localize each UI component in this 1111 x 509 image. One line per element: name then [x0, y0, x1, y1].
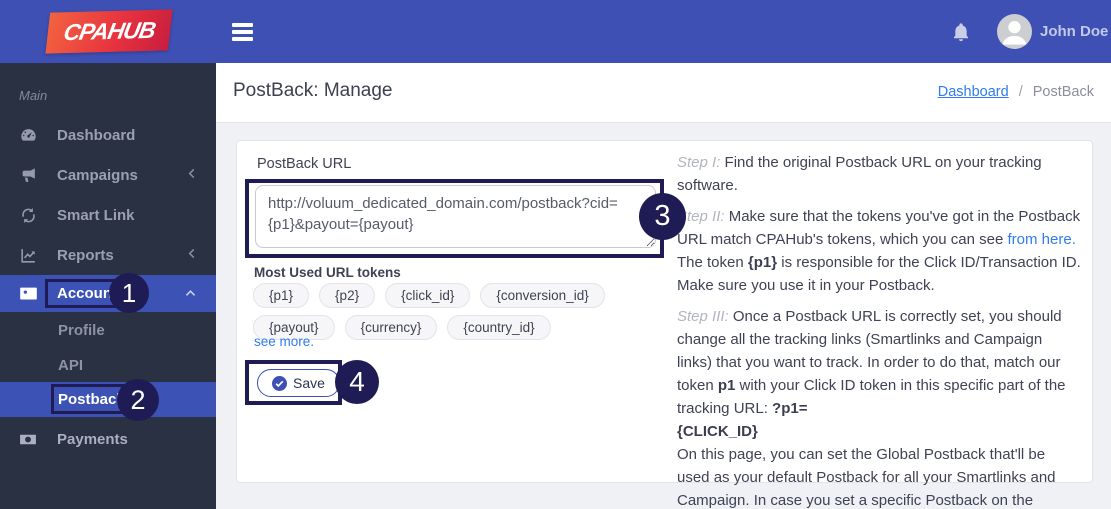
breadcrumb-separator: /	[1018, 84, 1023, 100]
step-2: Step II: Make sure that the tokens you'v…	[677, 208, 1081, 294]
token-pill[interactable]: {p2}	[319, 283, 376, 308]
sidebar-item-label: Smart Link	[57, 206, 135, 224]
check-circle-icon	[272, 375, 287, 391]
chevron-left-icon	[187, 246, 196, 264]
breadcrumb: Dashboard / PostBack	[938, 84, 1094, 100]
sidebar-section-label: Main	[19, 88, 48, 103]
sidebar-item-reports[interactable]: Reports	[0, 235, 216, 275]
brand-logo-text: CPAHUB	[61, 16, 157, 46]
reports-icon	[18, 245, 38, 265]
see-more-link[interactable]: see more.	[254, 334, 315, 349]
from-here-link[interactable]: from here.	[1007, 231, 1076, 248]
token-pill[interactable]: {payout}	[253, 315, 335, 340]
sidebar-item-campaigns[interactable]: Campaigns	[0, 155, 216, 195]
breadcrumb-current: PostBack	[1032, 84, 1094, 100]
tokens-label: Most Used URL tokens	[254, 265, 401, 280]
menu-icon[interactable]	[232, 23, 253, 41]
smartlink-icon	[18, 205, 38, 225]
bell-icon	[953, 23, 969, 42]
sidebar-item-smart-link[interactable]: Smart Link	[0, 195, 216, 235]
payments-icon	[18, 429, 38, 449]
topbar: CPAHUB John Doe	[0, 0, 1111, 63]
token-pill[interactable]: {conversion_id}	[480, 283, 605, 308]
instructions: Step I: Find the original Postback URL o…	[677, 151, 1081, 509]
sidebar-item-dashboard[interactable]: Dashboard	[0, 115, 216, 155]
step-3: Step III: Once a Postback URL is correct…	[677, 308, 1066, 509]
sidebar-item-label: Campaigns	[57, 166, 138, 184]
sidebar-item-label: Payments	[57, 430, 128, 448]
save-button[interactable]: Save	[257, 369, 340, 397]
sidebar-item-label: Reports	[57, 246, 114, 264]
avatar	[997, 14, 1032, 49]
breadcrumb-link-dashboard[interactable]: Dashboard	[937, 84, 1009, 100]
token-pill[interactable]: {country_id}	[447, 315, 551, 340]
token-list: {p1} {p2} {click_id} {conversion_id} {pa…	[253, 283, 683, 340]
chevron-left-icon	[187, 166, 196, 184]
brand-logo[interactable]: CPAHUB	[45, 9, 173, 54]
postback-url-input[interactable]: http://voluum_dedicated_domain.com/postb…	[255, 185, 656, 248]
user-menu[interactable]: John Doe	[997, 14, 1108, 49]
sidebar-item-label: Dashboard	[57, 126, 136, 144]
user-name: John Doe	[1040, 23, 1109, 40]
sidebar-item-payments[interactable]: Payments	[0, 419, 216, 459]
account-icon	[18, 284, 38, 304]
campaigns-icon	[18, 165, 38, 185]
sidebar-item-label: Postback	[58, 391, 125, 408]
sidebar-item-label: Profile	[58, 322, 105, 339]
sidebar-item-label: API	[58, 357, 84, 374]
sidebar-item-postback[interactable]: Postback	[0, 382, 216, 417]
token-pill[interactable]: {p1}	[253, 283, 310, 308]
dashboard-icon	[18, 125, 38, 145]
step-1: Step I: Find the original Postback URL o…	[677, 154, 1042, 194]
chevron-up-icon	[185, 285, 196, 303]
token-pill[interactable]: {click_id}	[385, 283, 471, 308]
postback-url-label: PostBack URL	[257, 156, 352, 172]
token-pill[interactable]: {currency}	[344, 315, 438, 340]
page-header: PostBack: Manage Dashboard / PostBack	[216, 63, 1111, 123]
sidebar-item-profile[interactable]: Profile	[0, 313, 216, 348]
save-button-label: Save	[293, 375, 325, 391]
sidebar: Main Dashboard Campaigns Smart Link	[0, 63, 216, 509]
page-title: PostBack: Manage	[233, 80, 393, 101]
person-icon	[1002, 21, 1027, 45]
sidebar-item-api[interactable]: API	[0, 348, 216, 383]
notifications-icon[interactable]	[951, 21, 971, 43]
sidebar-item-label: Account	[57, 285, 117, 302]
sidebar-item-account[interactable]: Account	[0, 275, 216, 312]
postback-card: PostBack URL http://voluum_dedicated_dom…	[236, 140, 1093, 509]
